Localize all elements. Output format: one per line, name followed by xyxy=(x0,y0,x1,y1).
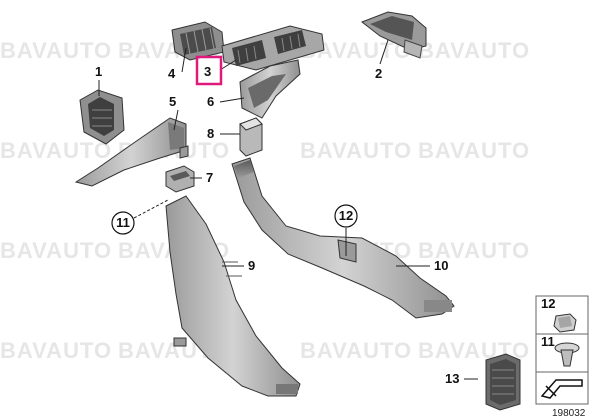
watermark-text: BAVAUTO xyxy=(418,138,530,163)
expanding-nut-icon xyxy=(553,313,577,333)
callout-4: 4 xyxy=(168,66,176,81)
callout-2: 2 xyxy=(375,66,382,81)
part-10-right-lower-duct[interactable] xyxy=(231,157,455,319)
part-9-lower-duct[interactable] xyxy=(165,195,301,397)
watermark-text: BAVAUTO xyxy=(0,338,112,363)
legend-box-symbol xyxy=(535,371,589,405)
callout-13: 13 xyxy=(445,371,459,386)
watermark-text: BAVAUTO xyxy=(300,138,412,163)
callout-labels: 1 2 3 4 5 6 7 8 9 10 xyxy=(95,64,448,273)
legend-label-11: 11 xyxy=(541,334,555,349)
watermark-text: BAVAUTO xyxy=(418,38,530,63)
watermark-text: BAVAUTO xyxy=(418,238,530,263)
part-1-left-vent[interactable] xyxy=(79,89,125,145)
callout-5: 5 xyxy=(169,94,176,109)
callout-10: 10 xyxy=(434,258,448,273)
callout-7: 7 xyxy=(206,170,213,185)
circled-callout-11: 11 xyxy=(111,211,135,235)
part-2-right-vent[interactable] xyxy=(360,11,427,59)
part-4-vent-grille[interactable] xyxy=(171,21,225,61)
circled-callout-12: 12 xyxy=(334,204,358,228)
part-5-left-upper-duct[interactable] xyxy=(74,117,189,187)
part-13-grille[interactable] xyxy=(485,353,521,411)
legend-label-12: 12 xyxy=(541,296,555,311)
callout-6: 6 xyxy=(207,94,214,109)
part-6-air-channel[interactable] xyxy=(239,59,301,119)
leader-lines xyxy=(98,39,478,380)
callout-8: 8 xyxy=(207,126,214,141)
push-rivet-icon xyxy=(554,342,580,367)
part-8-connector[interactable] xyxy=(239,117,263,157)
part-7-clip[interactable] xyxy=(165,165,195,193)
cut-line-symbol-icon xyxy=(540,379,583,399)
part-3-center-vent-panel[interactable] xyxy=(221,25,325,71)
figure-id: 198032 xyxy=(552,408,586,419)
callout-9: 9 xyxy=(248,258,255,273)
watermark-text: BAVAUTO xyxy=(300,338,412,363)
watermark-text: BAVAUTO xyxy=(0,138,112,163)
callout-3: 3 xyxy=(204,64,211,79)
watermark-text: BAVAUTO xyxy=(0,38,112,63)
legend-panel: 12 11 xyxy=(535,295,589,405)
watermark-text: BAVAUTO xyxy=(0,238,112,263)
callout-11: 11 xyxy=(116,215,130,230)
highlight-box-part-3 xyxy=(195,55,223,86)
callout-1: 1 xyxy=(95,64,102,79)
callout-12: 12 xyxy=(339,208,353,223)
